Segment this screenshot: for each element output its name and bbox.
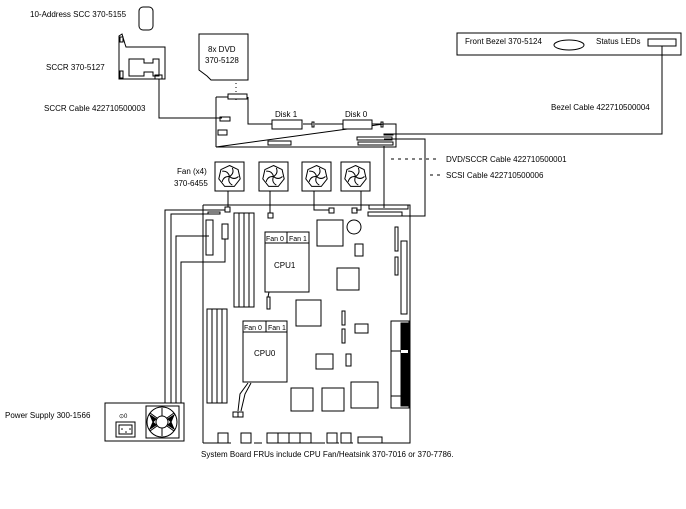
status-leds	[647, 38, 677, 47]
fan-label-line1: Fan (x4)	[177, 167, 207, 176]
fan-cable	[356, 191, 362, 211]
power-cable	[180, 239, 226, 403]
disk-0	[342, 119, 373, 130]
cpu0	[242, 320, 288, 383]
scc-card	[138, 6, 154, 31]
cpu0-fan1-label: Fan 1	[268, 325, 286, 332]
fan-label-line2: 370-6455	[174, 179, 208, 188]
dvd-sccr-cable	[384, 138, 426, 217]
sccr-label: SCCR 370-5127	[46, 63, 105, 72]
power-cable	[170, 213, 209, 403]
dvd-connector	[227, 93, 248, 100]
sccr-cable	[158, 79, 222, 119]
system-fan	[301, 161, 332, 192]
disk-0-label: Disk 0	[345, 110, 368, 119]
disk-1	[271, 119, 303, 130]
fan-group	[214, 161, 371, 192]
power-supply	[104, 402, 185, 442]
power-cable	[164, 209, 225, 403]
sccr-board	[118, 33, 166, 80]
footer-note: System Board FRUs include CPU Fan/Heatsi…	[201, 450, 454, 459]
bezel-cable	[385, 46, 663, 135]
front-bezel-label: Front Bezel 370-5124	[465, 37, 542, 46]
system-board	[202, 204, 411, 444]
system-fan	[214, 161, 245, 192]
power-supply-label: Power Supply 300-1566	[5, 411, 91, 420]
psu-fan	[145, 405, 180, 439]
scc-label: 10-Address SCC 370-5155	[30, 10, 127, 19]
power-cable	[175, 235, 209, 403]
cpu0-label: CPU0	[254, 349, 276, 358]
system-fan	[258, 161, 289, 192]
psu-power-inlet	[115, 421, 136, 438]
status-leds-label: Status LEDs	[596, 37, 640, 46]
scsi-cable-label: SCSI Cable 422710500006	[446, 171, 544, 180]
disk-backplane	[215, 93, 397, 148]
dvd-drive	[198, 33, 249, 81]
cpu1-fan0-label: Fan 0	[266, 236, 284, 243]
cpu1-label: CPU1	[274, 261, 296, 270]
front-bezel	[456, 32, 682, 56]
system-fan	[340, 161, 371, 192]
cpu0-fan0-label: Fan 0	[244, 325, 262, 332]
psu-switch-label: ⊙0	[119, 414, 128, 420]
disk-1-label: Disk 1	[275, 110, 298, 119]
dvd-sccr-cable-label: DVD/SCCR Cable 422710500001	[446, 155, 567, 164]
bezel-button	[553, 39, 585, 51]
sccr-cable-label: SCCR Cable 422710500003	[44, 104, 146, 113]
bezel-cable-label: Bezel Cable 422710500004	[551, 103, 650, 112]
fan-cable	[313, 191, 329, 211]
dvd-label-line2: 370-5128	[205, 56, 239, 65]
cpu1-fan1-label: Fan 1	[289, 236, 307, 243]
dvd-label-line1: 8x DVD	[208, 45, 236, 54]
